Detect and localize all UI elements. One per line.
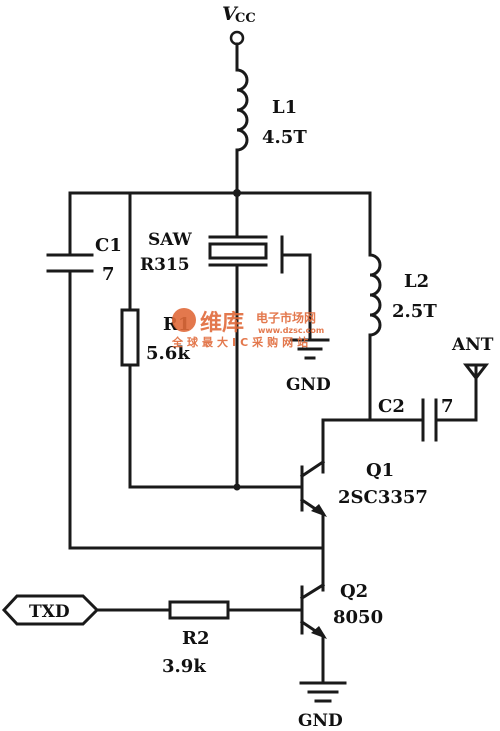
l2-value: 2.5T [392, 301, 437, 322]
watermark: 维库 电子市场网 www.dzsc.com 全球最大IC采购网站 [171, 308, 324, 349]
c1-value: 7 [102, 264, 115, 285]
junction-dot [233, 483, 241, 491]
q2-ref: Q2 [340, 581, 368, 602]
antenna-symbol [462, 363, 490, 381]
l1-ref: L1 [272, 97, 297, 118]
resistor-r2 [168, 600, 230, 620]
r1-value: 5.6k [146, 343, 190, 364]
ground-symbol [299, 681, 347, 703]
txd-label: TXD [29, 602, 70, 622]
c2-value: 7 [441, 396, 454, 417]
vcc-terminal [229, 30, 245, 46]
transistor-q2 [299, 582, 327, 639]
gnd2-label: GND [298, 711, 343, 731]
c1-ref: C1 [95, 235, 122, 256]
ant-label: ANT [451, 335, 494, 355]
vcc-subscript: CC [235, 11, 256, 26]
q1-value: 2SC3357 [338, 487, 428, 508]
q2-value: 8050 [333, 607, 383, 628]
vcc-label: V [222, 3, 239, 25]
watermark-line2: 全球最大IC采购网站 [171, 335, 312, 349]
watermark-logo-icon [172, 308, 196, 332]
capacitor-c1 [46, 253, 94, 273]
watermark-brand: 维库 [200, 310, 244, 336]
ground-symbol [290, 338, 330, 360]
capacitor-c2 [421, 398, 438, 442]
watermark-line1: 电子市场网 [256, 310, 316, 325]
saw-value: R315 [140, 255, 190, 275]
gnd1-label: GND [286, 375, 331, 395]
r2-ref: R2 [182, 628, 209, 649]
watermark-url: www.dzsc.com [258, 326, 324, 335]
r2-value: 3.9k [162, 656, 206, 677]
saw-ref: SAW [148, 230, 193, 250]
resistor-r1 [120, 308, 140, 367]
l2-ref: L2 [404, 271, 429, 292]
inductor-l2 [368, 253, 382, 337]
inductor-l1 [235, 68, 249, 152]
l1-value: 4.5T [262, 127, 307, 148]
q1-ref: Q1 [366, 460, 394, 481]
c2-ref: C2 [378, 396, 405, 417]
